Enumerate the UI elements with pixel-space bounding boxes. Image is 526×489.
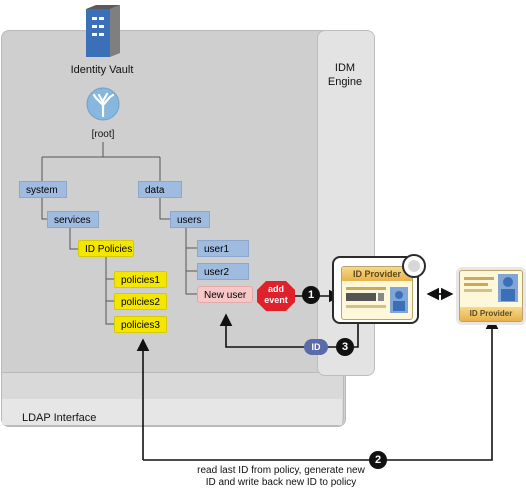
add-event-label-line1: add — [267, 284, 284, 294]
id-provider-right-label: ID Provider — [460, 307, 522, 321]
id-card-icon: ID Provider — [341, 266, 413, 320]
id-provider-left-label: ID Provider — [342, 267, 412, 281]
server-icon — [86, 5, 120, 57]
idm-engine-title-line1: IDM — [334, 62, 356, 74]
id-token: ID — [304, 339, 328, 355]
engine-plug-icon — [402, 254, 426, 278]
tree-node-new-user[interactable]: New user — [197, 286, 253, 303]
tree-node-services[interactable]: services — [47, 211, 99, 228]
tree-node-system[interactable]: system — [19, 181, 67, 198]
step-2-icon: 2 — [369, 451, 387, 469]
identity-vault-panel — [1, 30, 346, 427]
id-provider-external[interactable]: ID Provider — [459, 270, 523, 322]
add-event-label-line2: event — [264, 295, 288, 305]
step-2-note: read last ID from policy, generate new I… — [176, 465, 386, 489]
tree-node-policies1[interactable]: policies1 — [114, 271, 167, 288]
tree-node-users[interactable]: users — [170, 211, 210, 228]
tree-node-user2[interactable]: user2 — [197, 263, 249, 280]
step-3-icon: 3 — [336, 338, 354, 356]
tree-node-policies2[interactable]: policies2 — [114, 293, 167, 310]
step-1-icon: 1 — [302, 286, 320, 304]
tree-node-data[interactable]: data — [138, 181, 182, 198]
tree-node-user1[interactable]: user1 — [197, 240, 249, 257]
add-event-badge: add event — [257, 281, 295, 311]
tree-node-id-policies[interactable]: ID Policies — [78, 240, 134, 257]
tree-node-policies3[interactable]: policies3 — [114, 316, 167, 333]
idm-engine-title-line2: Engine — [327, 76, 363, 88]
root-label: [root] — [91, 129, 115, 140]
step-2-note-line2: ID and write back new ID to policy — [205, 477, 357, 488]
ldap-interface-label: LDAP Interface — [22, 412, 97, 424]
ldap-interface-band — [2, 399, 342, 425]
identity-vault-title: Identity Vault — [70, 64, 134, 76]
step-2-note-line1: read last ID from policy, generate new — [197, 465, 365, 476]
tree-icon — [86, 87, 120, 121]
